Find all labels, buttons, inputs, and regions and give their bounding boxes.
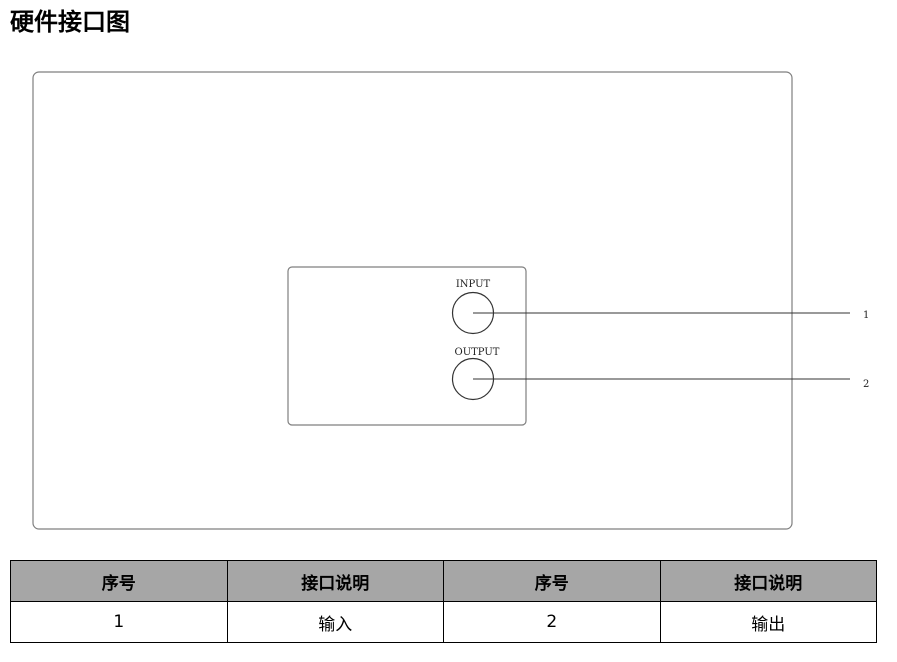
table-row: 1 输入 2 输出 xyxy=(10,601,877,643)
connector-panel xyxy=(287,266,527,426)
page-title: 硬件接口图 xyxy=(10,8,130,36)
table-cell-index: 1 xyxy=(10,601,228,643)
interface-table: 序号 接口说明 序号 接口说明 1 输入 2 输出 xyxy=(10,560,877,643)
table-cell-index: 2 xyxy=(443,601,661,643)
device-outline xyxy=(32,71,793,530)
header-description: 接口说明 xyxy=(226,560,444,602)
header-description: 接口说明 xyxy=(659,560,877,602)
header-index: 序号 xyxy=(443,560,661,602)
input-callout-number: 1 xyxy=(863,310,869,321)
output-port-label: OUTPUT xyxy=(455,347,500,358)
hardware-interface-diagram: INPUT 1 OUTPUT 2 xyxy=(32,71,869,530)
output-callout-number: 2 xyxy=(863,379,869,390)
input-port-label: INPUT xyxy=(456,279,491,290)
table-cell-description: 输出 xyxy=(659,601,877,643)
table-cell-description: 输入 xyxy=(226,601,444,643)
header-index: 序号 xyxy=(10,560,228,602)
table-header-row: 序号 接口说明 序号 接口说明 xyxy=(10,560,877,602)
